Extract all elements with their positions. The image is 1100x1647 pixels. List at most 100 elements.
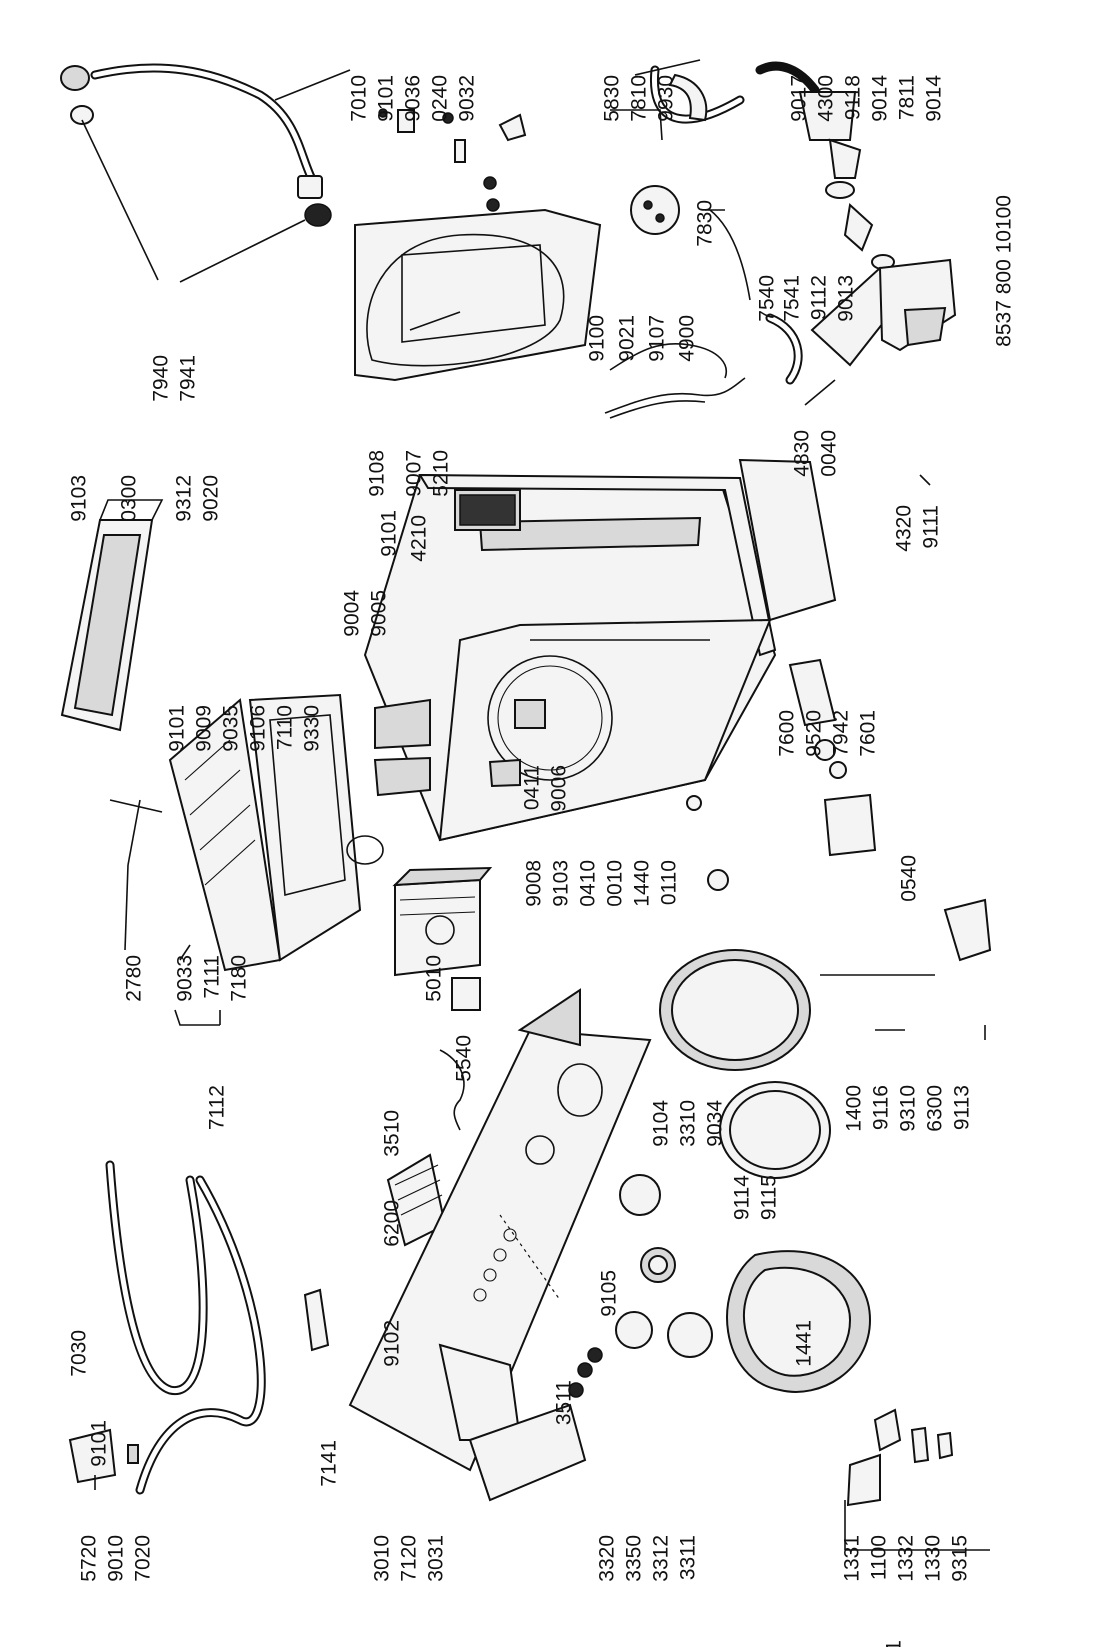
part-label-7030: 7030 <box>68 1330 91 1377</box>
part-label-0300: 0300 <box>118 475 141 522</box>
part-label-2780: 2780 <box>123 955 146 1002</box>
part-label-1100: 1100 <box>868 1535 891 1580</box>
part-label-9330: 9330 <box>301 705 324 752</box>
part-label-9033: 9033 <box>174 955 197 1002</box>
rear-fasteners <box>378 108 527 212</box>
part-label-7010: 7010 <box>348 75 371 122</box>
part-label-3031: 3031 <box>425 1535 448 1582</box>
part-label-7940: 7940 <box>150 355 173 402</box>
part-label-9034: 9034 <box>704 1100 727 1147</box>
part-label-9315: 9315 <box>949 1535 972 1582</box>
part-label-9111: 9111 <box>920 505 943 549</box>
part-label-9006: 9006 <box>548 765 571 812</box>
part-label-7020: 7020 <box>132 1535 155 1582</box>
part-label-7180: 7180 <box>228 955 251 1002</box>
part-label-5210: 5210 <box>430 450 453 497</box>
part-label-9020: 9020 <box>200 475 223 522</box>
part-label-9930: 9930 <box>655 75 678 122</box>
part-label-9114: 9114 <box>731 1175 754 1220</box>
part-label-3510: 3510 <box>381 1110 404 1157</box>
part-label-9100: 9100 <box>586 315 609 362</box>
part-label-9101b: 9101 <box>378 510 401 557</box>
part-label-3311: 3311 <box>677 1535 700 1580</box>
part-label-7811: 7811 <box>896 75 919 120</box>
timer-5010 <box>392 866 493 977</box>
part-label-9004: 9004 <box>341 590 364 637</box>
part-label-0010: 0010 <box>604 860 627 907</box>
part-label-9010: 9010 <box>105 1535 128 1582</box>
part-label-9017: 9017 <box>788 75 811 122</box>
top-cover-0300 <box>60 499 164 732</box>
part-label-4300: 4300 <box>815 75 838 122</box>
part-label-7112: 7112 <box>206 1085 229 1130</box>
part-label-9103a: 9103 <box>68 475 91 522</box>
part-label-9108: 9108 <box>366 450 389 497</box>
wire-rod-2780 <box>127 799 141 866</box>
part-label-9101c: 9101 <box>166 705 189 752</box>
part-label-3320: 3320 <box>596 1535 619 1582</box>
part-label-9113: 9113 <box>951 1085 974 1130</box>
part-label-3511: 3511 <box>553 1380 576 1425</box>
part-label-5830: 5830 <box>601 75 624 122</box>
door-components <box>488 758 729 891</box>
part-label-9005: 9005 <box>368 590 391 637</box>
inlet-hose-7010 <box>60 63 332 227</box>
part-label-9036: 9036 <box>402 75 425 122</box>
knobs <box>303 1174 713 1398</box>
part-label-7540: 7540 <box>756 275 779 322</box>
drain-pump-assembly <box>630 61 957 385</box>
part-label-7111: 7111 <box>201 955 224 999</box>
part-label-1101: 1101 <box>883 1640 906 1647</box>
part-label-5540: 5540 <box>453 1035 476 1082</box>
part-label-9107: 9107 <box>646 315 669 362</box>
part-label-0540: 0540 <box>898 855 921 902</box>
part-label-7601: 7601 <box>857 710 880 757</box>
part-label-9105: 9105 <box>598 1270 621 1317</box>
part-label-7141: 7141 <box>318 1440 341 1487</box>
part-label-1440: 1440 <box>631 860 654 907</box>
drain-hose-7030 <box>105 1160 266 1495</box>
part-label-0040: 0040 <box>818 430 841 477</box>
part-label-7941: 7941 <box>177 355 200 402</box>
part-label-9032: 9032 <box>456 75 479 122</box>
part-label-5010: 5010 <box>423 955 446 1002</box>
part-label-7600: 7600 <box>776 710 799 757</box>
part-label-0411: 0411 <box>521 765 544 810</box>
rear-panel-0240 <box>354 208 602 382</box>
part-label-9310: 9310 <box>897 1085 920 1132</box>
part-label-3310: 3310 <box>677 1100 700 1147</box>
part-label-4900: 4900 <box>676 315 699 362</box>
part-label-9008: 9008 <box>523 860 546 907</box>
detergent-housing-7110 <box>168 693 384 972</box>
part-label-3010: 3010 <box>371 1535 394 1582</box>
leader-lines <box>81 59 990 1551</box>
part-label-7120: 7120 <box>398 1535 421 1582</box>
part-label-9035: 9035 <box>220 705 243 752</box>
part-label-9101d: 9101 <box>88 1420 111 1467</box>
control-panel-3010 <box>348 988 652 1502</box>
part-label-3312: 3312 <box>650 1535 673 1582</box>
part-label-6300: 6300 <box>924 1085 947 1132</box>
part-label-5720: 5720 <box>78 1535 101 1582</box>
part-label-0410: 0410 <box>577 860 600 907</box>
part-label-7830: 7830 <box>694 200 717 247</box>
part-label-9116: 9116 <box>870 1085 893 1130</box>
part-label-9014a: 9014 <box>869 75 892 122</box>
part-label-1332: 1332 <box>895 1535 918 1582</box>
part-label-1331: 1331 <box>841 1535 864 1582</box>
part-label-9102: 9102 <box>381 1320 404 1367</box>
control-components <box>386 977 481 1247</box>
part-label-9009: 9009 <box>193 705 216 752</box>
part-label-9115: 9115 <box>758 1175 781 1220</box>
wiring-harness <box>604 342 746 419</box>
part-label-4830: 4830 <box>791 430 814 477</box>
part-label-9118: 9118 <box>842 75 865 120</box>
cabinet-0010 <box>363 458 837 842</box>
part-label-model: 8537 800 10100 <box>993 195 1016 347</box>
part-label-7110: 7110 <box>274 705 297 750</box>
part-label-9007: 9007 <box>403 450 426 497</box>
part-label-9021: 9021 <box>616 315 639 362</box>
part-label-9112: 9112 <box>808 275 831 320</box>
